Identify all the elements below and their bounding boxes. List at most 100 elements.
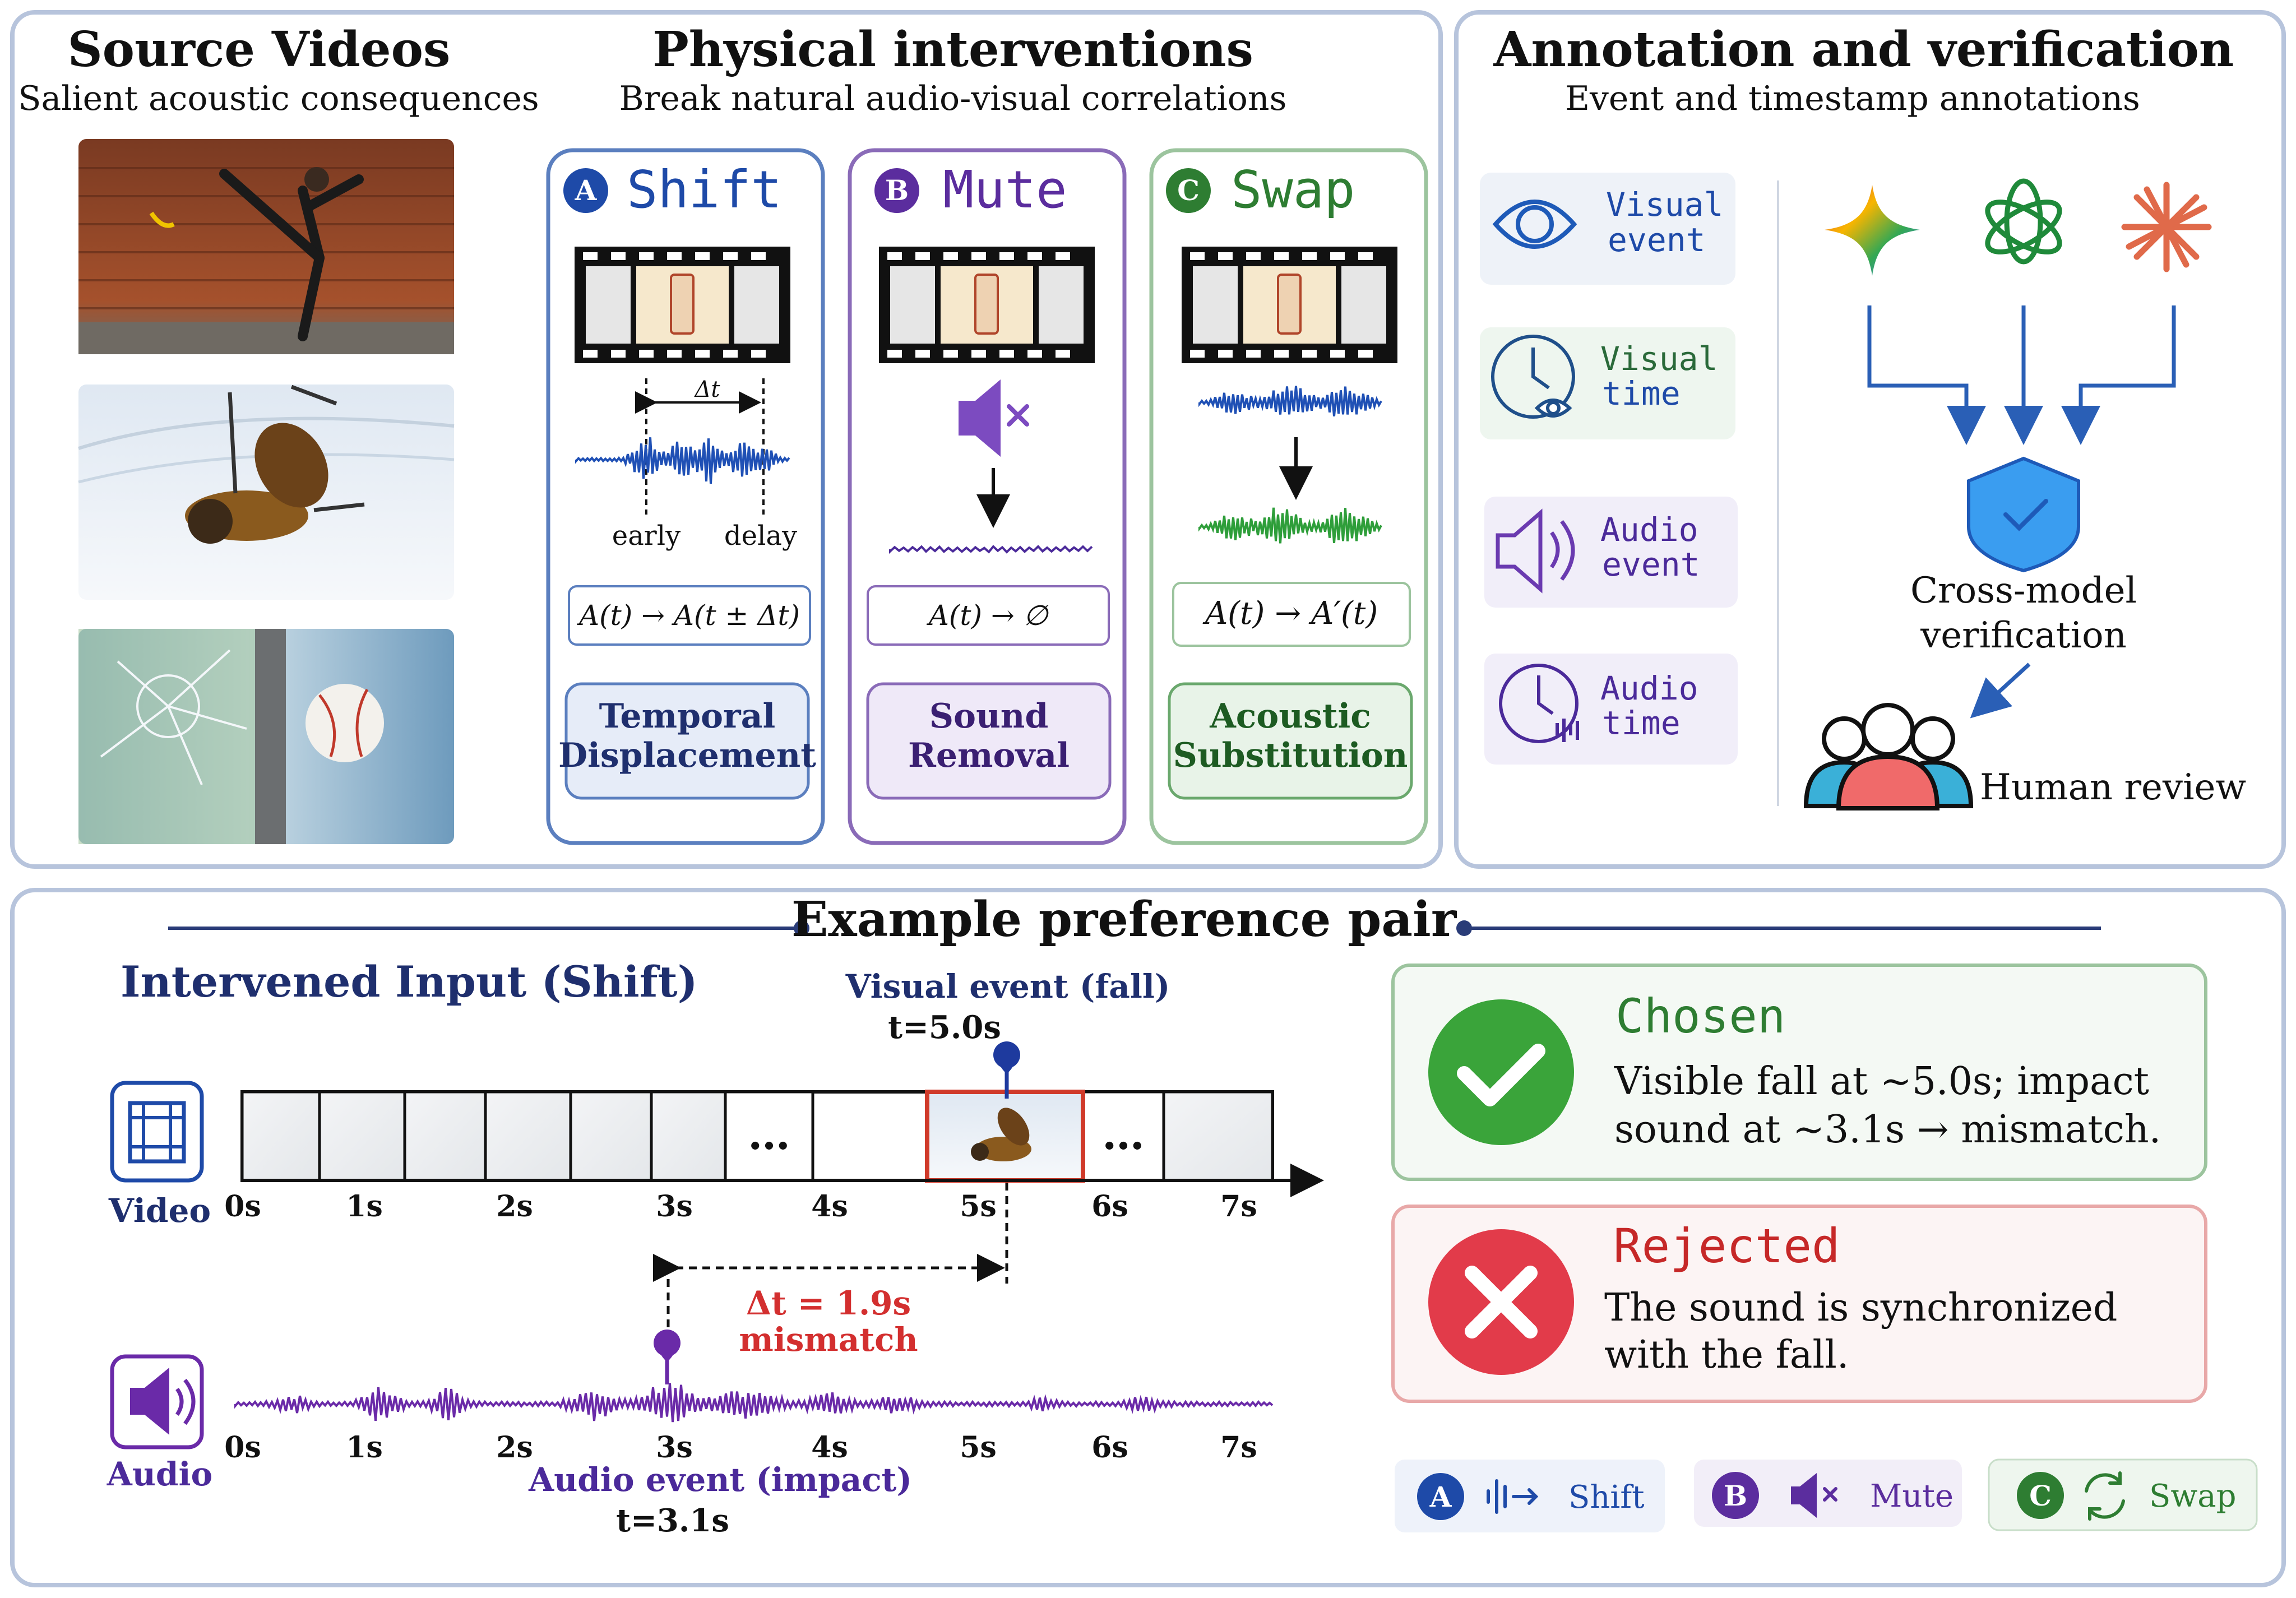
delta-line2: mismatch bbox=[739, 1321, 918, 1359]
intervened-title: Intervened Input (Shift) bbox=[121, 957, 698, 1007]
film-strip-icon bbox=[575, 247, 790, 363]
annotation-item-audio-time: Audio time bbox=[1484, 654, 1738, 765]
highlighted-frame bbox=[925, 1090, 1085, 1183]
video-label: Video bbox=[108, 1192, 211, 1230]
annotation-subtitle: Event and timestamp annotations bbox=[1565, 79, 2140, 118]
chosen-card: Chosen Visible fall at ∼5.0s; impact sou… bbox=[1391, 964, 2207, 1181]
legend-mute: B Mute bbox=[1694, 1460, 1962, 1527]
eye-icon bbox=[1492, 200, 1577, 249]
mute-card: B Mute A(t) → ∅ Sound Removal bbox=[848, 148, 1127, 845]
tick-label: 3s bbox=[656, 1189, 692, 1224]
shift-early-label: early bbox=[612, 520, 681, 552]
rejected-card: Rejected The sound is synchronized with … bbox=[1391, 1205, 2207, 1403]
svg-text:B: B bbox=[885, 174, 909, 207]
shift-card: A Shift Δt early delay A(t) → A(t ± Δt) … bbox=[546, 148, 825, 845]
svg-text:event: event bbox=[1602, 545, 1700, 583]
annotation-item-visual-time: Visual time bbox=[1480, 327, 1735, 439]
tick-label: 0s bbox=[224, 1430, 261, 1465]
shift-label-line1: Temporal bbox=[599, 697, 776, 736]
svg-text:Audio: Audio bbox=[1600, 669, 1698, 707]
mute-icon bbox=[1791, 1473, 1837, 1518]
mute-label-line1: Sound bbox=[929, 697, 1049, 736]
annotation-item-audio-event: Audio event bbox=[1484, 497, 1738, 608]
tick-label: 6s bbox=[1091, 1189, 1128, 1224]
svg-text:Visual: Visual bbox=[1606, 186, 1724, 224]
audio-icon bbox=[110, 1354, 204, 1449]
rejected-line2: with the fall. bbox=[1604, 1333, 1849, 1377]
tick-label: 4s bbox=[811, 1189, 848, 1224]
tick-label: 1s bbox=[346, 1189, 382, 1224]
svg-text:A: A bbox=[575, 174, 598, 207]
shift-name: Shift bbox=[627, 160, 782, 220]
svg-text:C: C bbox=[2029, 1479, 2052, 1512]
svg-text:Shift: Shift bbox=[1568, 1479, 1645, 1516]
shift-label-line2: Displacement bbox=[558, 736, 816, 775]
legend-swap: C Swap bbox=[1988, 1458, 2258, 1531]
check-icon bbox=[1428, 999, 1574, 1145]
shift-wave-icon bbox=[1487, 1479, 1539, 1514]
svg-text:time: time bbox=[1602, 704, 1681, 742]
frame-ellipsis-2: … bbox=[1102, 1109, 1145, 1159]
visual-event-time: t=5.0s bbox=[888, 1009, 1001, 1046]
mute-badge bbox=[874, 168, 919, 213]
shift-badge bbox=[563, 168, 608, 213]
chosen-title: Chosen bbox=[1615, 989, 1785, 1044]
video-frame-strip: … … bbox=[240, 1090, 1274, 1183]
svg-text:Visual: Visual bbox=[1600, 340, 1718, 378]
swap-name: Swap bbox=[1231, 160, 1355, 220]
source-title: Source Videos bbox=[68, 21, 451, 78]
audio-event-time: t=3.1s bbox=[616, 1502, 729, 1539]
shift-waveform bbox=[575, 437, 790, 484]
tick-label: 6s bbox=[1091, 1430, 1128, 1465]
swap-label-line2: Substitution bbox=[1173, 736, 1408, 775]
tick-label: 5s bbox=[960, 1430, 996, 1465]
source-subtitle: Salient acoustic consequences bbox=[18, 79, 539, 118]
source-photo-baseball-window bbox=[78, 629, 454, 844]
clock-audio-icon bbox=[1499, 664, 1579, 743]
audio-waveform bbox=[234, 1383, 1274, 1423]
example-title: Example preference pair bbox=[791, 891, 1457, 948]
mute-label-line2: Removal bbox=[908, 736, 1070, 775]
swap-badge bbox=[1166, 168, 1211, 213]
claude-icon bbox=[2121, 182, 2212, 272]
cross-model-line1: Cross-model bbox=[1910, 570, 2137, 612]
swap-formula: A(t) → A′(t) bbox=[1202, 595, 1378, 632]
svg-text:Audio: Audio bbox=[1600, 511, 1698, 549]
interventions-title: Physical interventions bbox=[652, 21, 1253, 78]
frame-ellipsis-1: … bbox=[748, 1109, 790, 1159]
tick-label: 7s bbox=[1220, 1189, 1257, 1224]
visual-event-label: Visual event (fall) bbox=[845, 967, 1170, 1006]
rejected-line1: The sound is synchronized bbox=[1604, 1286, 2117, 1330]
tick-label: 1s bbox=[346, 1430, 382, 1465]
annotation-title: Annotation and verification bbox=[1493, 21, 2234, 78]
rejected-title: Rejected bbox=[1613, 1219, 1840, 1273]
gemini-icon bbox=[1825, 185, 1920, 276]
film-strip-icon bbox=[1182, 247, 1397, 363]
mute-speaker-icon bbox=[959, 379, 1029, 457]
clock-eye-icon bbox=[1491, 335, 1575, 419]
svg-text:Mute: Mute bbox=[1870, 1478, 1954, 1514]
human-review-icon bbox=[1803, 703, 1974, 810]
shield-check-icon bbox=[1967, 456, 2080, 573]
swap-waveform-new bbox=[1198, 507, 1382, 544]
swap-arrows-icon bbox=[2085, 1471, 2125, 1521]
speaker-icon bbox=[1496, 508, 1575, 594]
source-photo-brick-wall bbox=[78, 139, 454, 354]
openai-icon bbox=[1985, 178, 2062, 265]
tick-label: 2s bbox=[496, 1189, 533, 1224]
shift-delay-label: delay bbox=[724, 520, 797, 552]
tick-label: 3s bbox=[656, 1430, 692, 1465]
tick-label: 2s bbox=[496, 1430, 533, 1465]
annotation-item-visual-event: Visual event bbox=[1480, 173, 1735, 285]
chosen-line2: sound at ∼3.1s → mismatch. bbox=[1614, 1108, 2161, 1152]
swap-label-line1: Acoustic bbox=[1209, 697, 1371, 736]
svg-text:Swap: Swap bbox=[2149, 1478, 2237, 1514]
audio-label: Audio bbox=[107, 1455, 212, 1493]
audio-event-label: Audio event (impact) bbox=[528, 1461, 912, 1499]
shift-formula: A(t) → A(t ± Δt) bbox=[577, 599, 800, 632]
cross-model-line2: verification bbox=[1920, 615, 2127, 656]
shift-delta-label: Δt bbox=[694, 377, 721, 402]
svg-text:B: B bbox=[1724, 1479, 1747, 1512]
svg-text:C: C bbox=[1177, 174, 1200, 207]
human-review-label: Human review bbox=[1980, 767, 2246, 808]
